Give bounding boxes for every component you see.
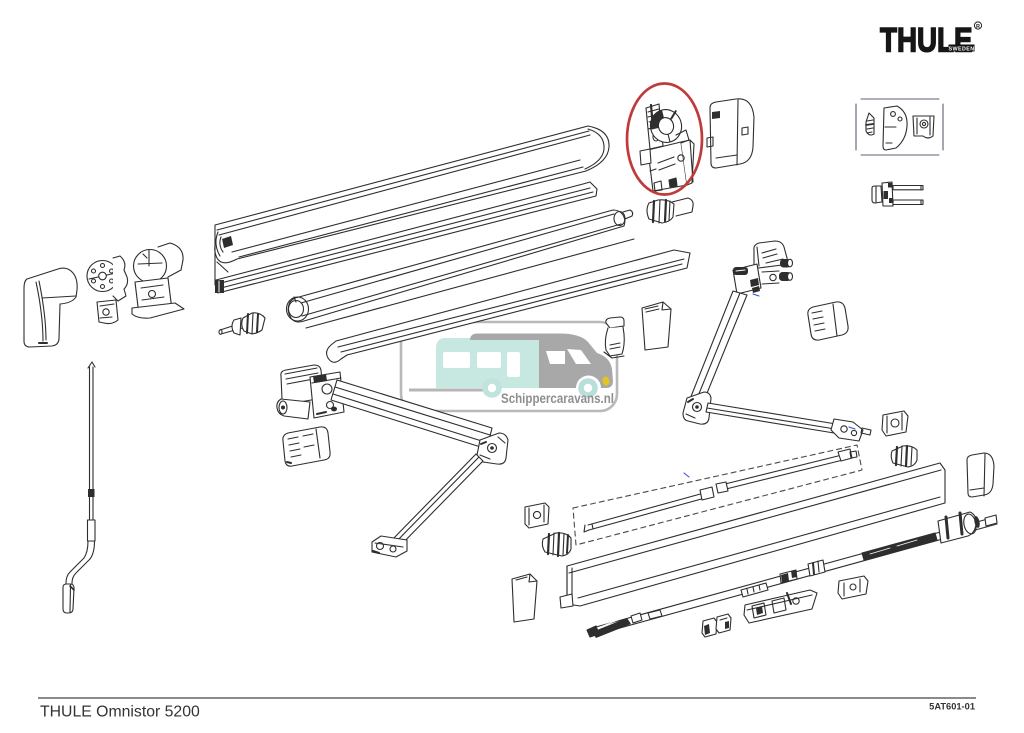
svg-text:R: R [976, 24, 980, 30]
svg-text:Schippercaravans.nl: Schippercaravans.nl [501, 391, 614, 406]
svg-text:5AT601-01: 5AT601-01 [929, 702, 975, 712]
svg-text:THULE Omnistor 5200: THULE Omnistor 5200 [40, 704, 200, 721]
svg-text:SWEDEN: SWEDEN [948, 46, 974, 52]
svg-text:THULE: THULE [880, 22, 973, 60]
